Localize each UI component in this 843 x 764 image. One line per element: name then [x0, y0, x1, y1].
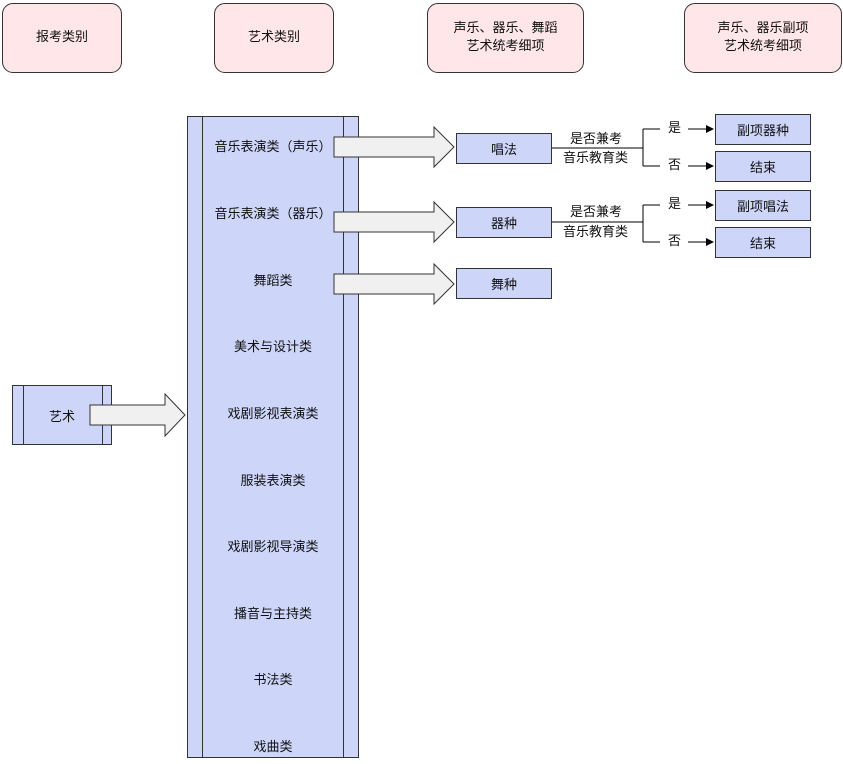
header-sub-detail-line1: 声乐、器乐副项 — [717, 21, 809, 36]
detail-dance-label: 舞种 — [490, 278, 517, 293]
category-item: 舞蹈类 — [253, 274, 293, 289]
detail-instrumental-label: 器种 — [490, 217, 517, 232]
category-item: 音乐表演类（声乐） — [214, 140, 332, 155]
category-item: 音乐表演类（器乐） — [214, 207, 332, 222]
answer-vocal-no: 否 — [668, 158, 682, 173]
header-sub-detail: 声乐、器乐副项 艺术统考细项 — [684, 3, 842, 73]
outcome-instr-yes-box: 副项唱法 — [715, 190, 811, 221]
outcome-instr-no-label: 结束 — [749, 237, 776, 252]
answer-instr-no: 否 — [668, 234, 682, 249]
source-label: 艺术 — [48, 409, 75, 425]
category-item: 戏曲类 — [253, 740, 293, 755]
detail-vocal-box: 唱法 — [456, 133, 552, 164]
outcome-vocal-yes-label: 副项器种 — [736, 124, 789, 139]
outcome-vocal-no-label: 结束 — [749, 161, 776, 176]
question-vocal-line1: 是否兼考 — [570, 132, 623, 147]
outcome-instr-no-box: 结束 — [715, 227, 811, 258]
outcome-vocal-yes-box: 副项器种 — [715, 114, 811, 145]
header-report-category-label: 报考类别 — [35, 30, 88, 45]
category-item: 美术与设计类 — [233, 340, 312, 355]
category-item: 戏剧影视表演类 — [227, 407, 319, 422]
header-art-category-label: 艺术类别 — [247, 30, 300, 45]
category-column — [187, 116, 359, 758]
category-item: 书法类 — [253, 673, 293, 688]
question-instr-line1: 是否兼考 — [570, 205, 623, 220]
header-sub-detail-line2: 艺术统考细项 — [723, 39, 802, 54]
header-main-detail: 声乐、器乐、舞蹈 艺术统考细项 — [427, 3, 584, 73]
header-art-category: 艺术类别 — [214, 3, 334, 73]
detail-vocal-label: 唱法 — [490, 143, 517, 158]
outcome-vocal-no-box: 结束 — [715, 151, 811, 182]
header-main-detail-line1: 声乐、器乐、舞蹈 — [453, 21, 558, 36]
question-vocal-line2: 音乐教育类 — [563, 151, 629, 166]
category-item: 播音与主持类 — [233, 607, 312, 622]
question-instr-line2: 音乐教育类 — [563, 225, 629, 240]
category-item: 服装表演类 — [240, 474, 306, 489]
block-arrow-dance — [333, 262, 455, 306]
block-arrow-source — [89, 392, 186, 438]
block-arrow-vocal — [333, 125, 455, 169]
header-report-category: 报考类别 — [2, 3, 122, 73]
category-item: 戏剧影视导演类 — [227, 540, 319, 555]
header-main-detail-line2: 艺术统考细项 — [466, 39, 545, 54]
outcome-instr-yes-label: 副项唱法 — [736, 200, 789, 215]
answer-vocal-yes: 是 — [668, 121, 682, 136]
answer-instr-yes: 是 — [668, 197, 682, 212]
detail-dance-box: 舞种 — [456, 268, 552, 299]
block-arrow-instrumental — [333, 200, 455, 244]
detail-instrumental-box: 器种 — [456, 207, 552, 238]
